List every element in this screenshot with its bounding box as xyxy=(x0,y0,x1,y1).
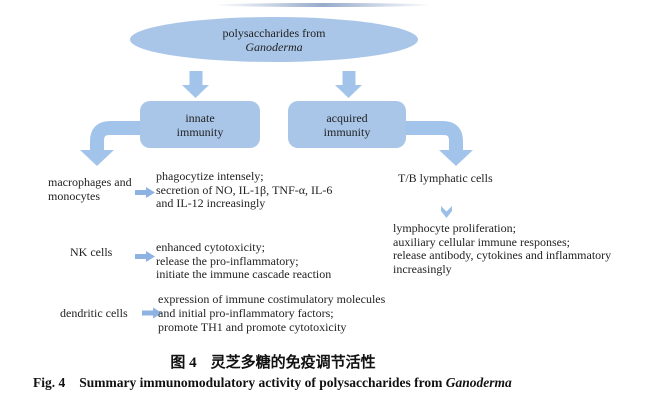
innate-line1: innate xyxy=(185,110,215,125)
caption-en-italic: Ganoderma xyxy=(445,375,512,390)
bent-arrow-acquired-head xyxy=(439,150,473,166)
acquired-line2: immunity xyxy=(323,124,371,139)
root-node-line1: polysaccharides from xyxy=(222,25,326,40)
caption-chinese: 图 4 灵芝多糖的免疫调节活性 xyxy=(0,351,546,372)
cell-label-tb-lymphatic: T/B lymphatic cells xyxy=(398,171,493,185)
effects-nk: enhanced cytotoxicity; release the pro-i… xyxy=(156,240,332,282)
bent-arrow-acquired-to-cells xyxy=(405,121,463,151)
cell-label-nk: NK cells xyxy=(70,245,113,259)
effect-line: release the pro-inflammatory; xyxy=(156,253,299,268)
page-crop-artifact xyxy=(213,3,433,7)
effect-line: release antibody, cytokines and inflamma… xyxy=(393,248,612,262)
small-right-arrow-nk xyxy=(135,251,155,262)
root-node-line2: Ganoderma xyxy=(245,39,303,54)
effect-line: lymphocyte proliferation; xyxy=(393,221,516,235)
effect-line: initiate the immune cascade reaction xyxy=(156,267,332,281)
caption-zh-label: 图 4 xyxy=(170,355,197,371)
down-arrow-to-innate-head xyxy=(182,85,209,98)
innate-immunity-node: innate immunity xyxy=(140,101,260,148)
caption-en-label: Fig. 4 xyxy=(33,375,66,390)
effect-line: secretion of NO, IL-1β, TNF-α, IL-6 xyxy=(156,182,333,197)
effect-line: expression of immune costimulatory molec… xyxy=(158,292,386,306)
acquired-line1: acquired xyxy=(326,110,368,125)
effect-line: promote TH1 and promote cytotoxicity xyxy=(158,320,347,334)
effect-line: and IL-12 increasingly xyxy=(156,196,266,210)
innate-line2: immunity xyxy=(176,124,224,139)
down-arrow-to-acquired-stem xyxy=(342,71,356,86)
effects-tb-lymphatic: lymphocyte proliferation; auxiliary cell… xyxy=(393,221,612,276)
down-arrow-to-acquired-head xyxy=(335,85,362,98)
effect-line: enhanced cytotoxicity; xyxy=(156,240,265,254)
down-arrow-to-innate-stem xyxy=(189,71,203,86)
caption-english: Fig. 4 Summary immunomodulatory activity … xyxy=(33,375,512,391)
caption-zh-text: 灵芝多糖的免疫调节活性 xyxy=(210,355,376,371)
effects-macrophages: phagocytize intensely; secretion of NO, … xyxy=(156,169,333,211)
cell-label-dendritic: dendritic cells xyxy=(60,306,128,320)
effect-line: increasingly xyxy=(393,261,452,276)
cell-label-macrophages: macrophages and monocytes xyxy=(48,175,132,203)
effect-line: phagocytize intensely; xyxy=(156,169,264,183)
acquired-immunity-node: acquired immunity xyxy=(288,101,406,148)
caption-en-text: Summary immunomodulatory activity of pol… xyxy=(79,375,443,390)
effect-line: and initial pro-inflammatory factors; xyxy=(158,306,334,320)
effect-line: auxiliary cellular immune responses; xyxy=(393,234,570,249)
bent-arrow-innate-to-cells xyxy=(90,121,141,151)
root-node-polysaccharides: polysaccharides from Ganoderma xyxy=(130,17,418,62)
effects-dendritic: expression of immune costimulatory molec… xyxy=(158,292,385,334)
small-down-arrow-tb xyxy=(441,206,452,218)
bent-arrow-innate-head xyxy=(80,150,114,166)
